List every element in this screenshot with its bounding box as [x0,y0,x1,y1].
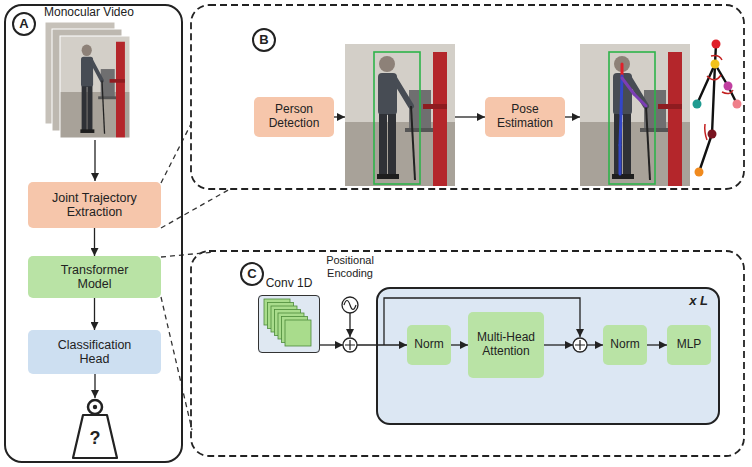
flow-arrow [455,116,485,117]
add-symbol [573,338,587,352]
detection-image [345,44,455,186]
process-box: Transformer Model [28,256,161,298]
node-text: Multi-Head Attention [473,331,539,359]
video-frame-edge [60,36,130,138]
pose-overlay [620,64,646,174]
skeleton-bone [712,64,715,134]
node-text: x L [689,294,708,309]
panel-letter-text: C [247,267,256,282]
angle-arc [722,90,733,94]
pose-limb [622,78,634,94]
feature-map [285,320,311,346]
node-text: Conv 1D [239,277,339,291]
conv-block: Conv 1D [258,295,320,353]
panel-letter: B [252,28,276,52]
skeleton-figure [693,40,742,177]
skeleton-joint [695,168,704,177]
feature-maps [264,299,311,346]
panel-b-frame [191,5,744,189]
video-frame [60,36,130,138]
flow-arrow [349,313,350,337]
weight-icon: ? [70,398,120,460]
pose-limb [620,114,621,145]
flow-connector [94,298,95,330]
zoom-line [161,189,230,228]
node-text: Transformer Model [43,263,147,292]
flow-arrow [334,116,345,117]
node-text: Person Detection [259,103,329,131]
flow-connector [94,228,95,256]
layer-box: Norm [407,325,451,365]
transformer-ground [376,287,720,425]
flow-arrow [542,344,573,345]
node-text: Joint Trajectory Extraction [43,191,147,220]
node-text: Classification Head [43,338,147,367]
node-text: ? [90,410,101,449]
flow-arrow [565,116,580,117]
skeleton-joint [711,60,720,69]
bounding-box [374,52,420,184]
annotation-label: Positional Encoding [308,254,392,279]
pose-limb [621,76,622,114]
transformer-block: x L Norm Multi-Head Attention Norm MLP [376,287,720,425]
skeleton-joint [724,82,733,91]
weight-ring [88,400,102,414]
flow-arrow [94,140,95,181]
zoom-line [161,120,193,183]
process-box: Pose Estimation [485,97,565,137]
pose-limb [634,94,646,106]
skeleton-bone [699,134,712,172]
panel-letter: C [240,262,264,286]
process-box: Classification Head [28,330,161,374]
skeleton-joint [708,130,717,139]
angle-arc [711,56,722,61]
panel-c-frame [191,251,744,456]
panel-heading: Monocular Video [44,6,134,20]
flow-arrow [357,344,407,345]
weight-ring-dot [93,405,97,409]
flow-arrow [320,344,343,345]
flow-connector [451,344,468,345]
add-sign [345,340,355,350]
node-text: Norm [414,338,443,352]
node-text: Pose Estimation [490,103,560,131]
pose-limb [621,64,624,76]
add-sign [575,340,585,350]
sine-symbol [342,297,358,313]
panel-letter: A [12,12,36,36]
zoom-line [161,252,214,257]
process-box: Joint Trajectory Extraction [28,182,161,228]
flow-connector [647,344,667,345]
panel-a: Monocular VideoA Joint Trajectory Extract… [4,4,183,463]
flow-arrow [587,344,603,345]
flow-connector [94,374,95,398]
angle-arc [707,75,721,80]
panel-letter-text: B [259,33,268,48]
layer-box: Norm [603,325,647,365]
add-symbol [343,338,357,352]
skeleton-bone [697,64,715,104]
layer-box: Multi-Head Attention [468,312,544,378]
angle-arc [705,124,707,140]
zoom-line [161,297,192,430]
bounding-box [609,52,655,184]
conv-ground [258,295,320,353]
skeleton-joint [712,40,721,49]
layer-box: MLP [667,325,711,365]
pose-limb [619,145,622,174]
node-text: Norm [610,338,639,352]
node-text: MLP [677,338,702,352]
pose-image [580,44,690,186]
sine-wave [344,301,356,310]
process-box: Person Detection [254,97,334,137]
skeleton-joint [733,100,742,109]
panel-letter-text: A [19,17,28,32]
skeleton-joint [693,100,702,109]
